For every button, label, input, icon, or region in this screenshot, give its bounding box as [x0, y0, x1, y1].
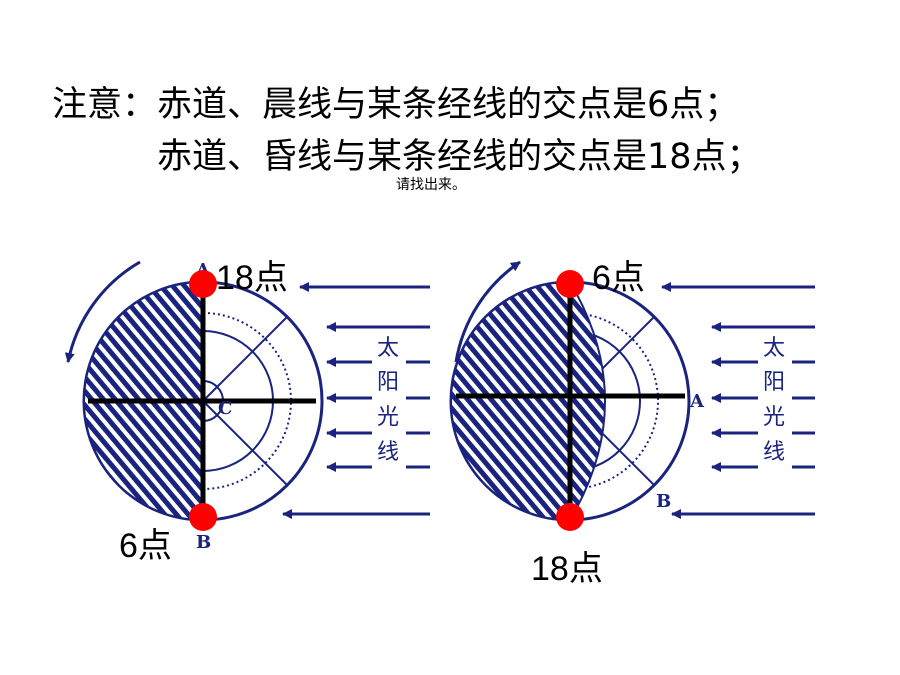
top-marker [556, 270, 584, 298]
latitude-arc [569, 330, 641, 472]
bottom-marker [556, 503, 584, 531]
right-bottom-time-label: 18点 [531, 550, 603, 588]
point-a-label: A [689, 391, 705, 412]
sunlight-char: 太 [377, 336, 399, 361]
sunlight-char: 太 [763, 336, 785, 361]
note-sub: 请找出来。 [396, 177, 466, 193]
sunlight-char: 线 [377, 440, 399, 465]
right-top-time-label: 6点 [592, 259, 645, 297]
point-b-label: B [656, 491, 671, 512]
right-globe: A B 6点 18点 [449, 259, 705, 588]
right-sunlight-arrows: 太 阳 光 线 [661, 282, 815, 519]
meridian-lines [202, 303, 301, 499]
sunlight-char: 阳 [377, 370, 399, 395]
left-top-time-label: 18点 [216, 259, 288, 297]
point-b-label: B [196, 532, 211, 553]
sunlight-char: 光 [377, 405, 399, 430]
note-line-2: 赤道、昏线与某条经线的交点是18点； [157, 137, 762, 177]
top-marker [189, 270, 217, 298]
sunlight-char: 光 [763, 405, 785, 430]
bottom-marker [189, 503, 217, 531]
sunlight-char: 线 [763, 440, 785, 465]
rotation-arrow-icon [64, 260, 141, 363]
rotation-arrow-icon [454, 260, 521, 363]
sunlight-char: 阳 [763, 370, 785, 395]
dotted-circle [202, 312, 292, 490]
note-line-1: 注意：赤道、晨线与某条经线的交点是6点； [52, 85, 740, 125]
night-side [450, 280, 606, 522]
left-bottom-time-label: 6点 [119, 527, 172, 565]
left-globe: A C B 18点 6点 [64, 259, 324, 565]
point-c-label: C [218, 398, 232, 419]
left-sunlight-arrows: 太 阳 光 线 [282, 282, 430, 519]
dotted-circle [569, 312, 659, 490]
